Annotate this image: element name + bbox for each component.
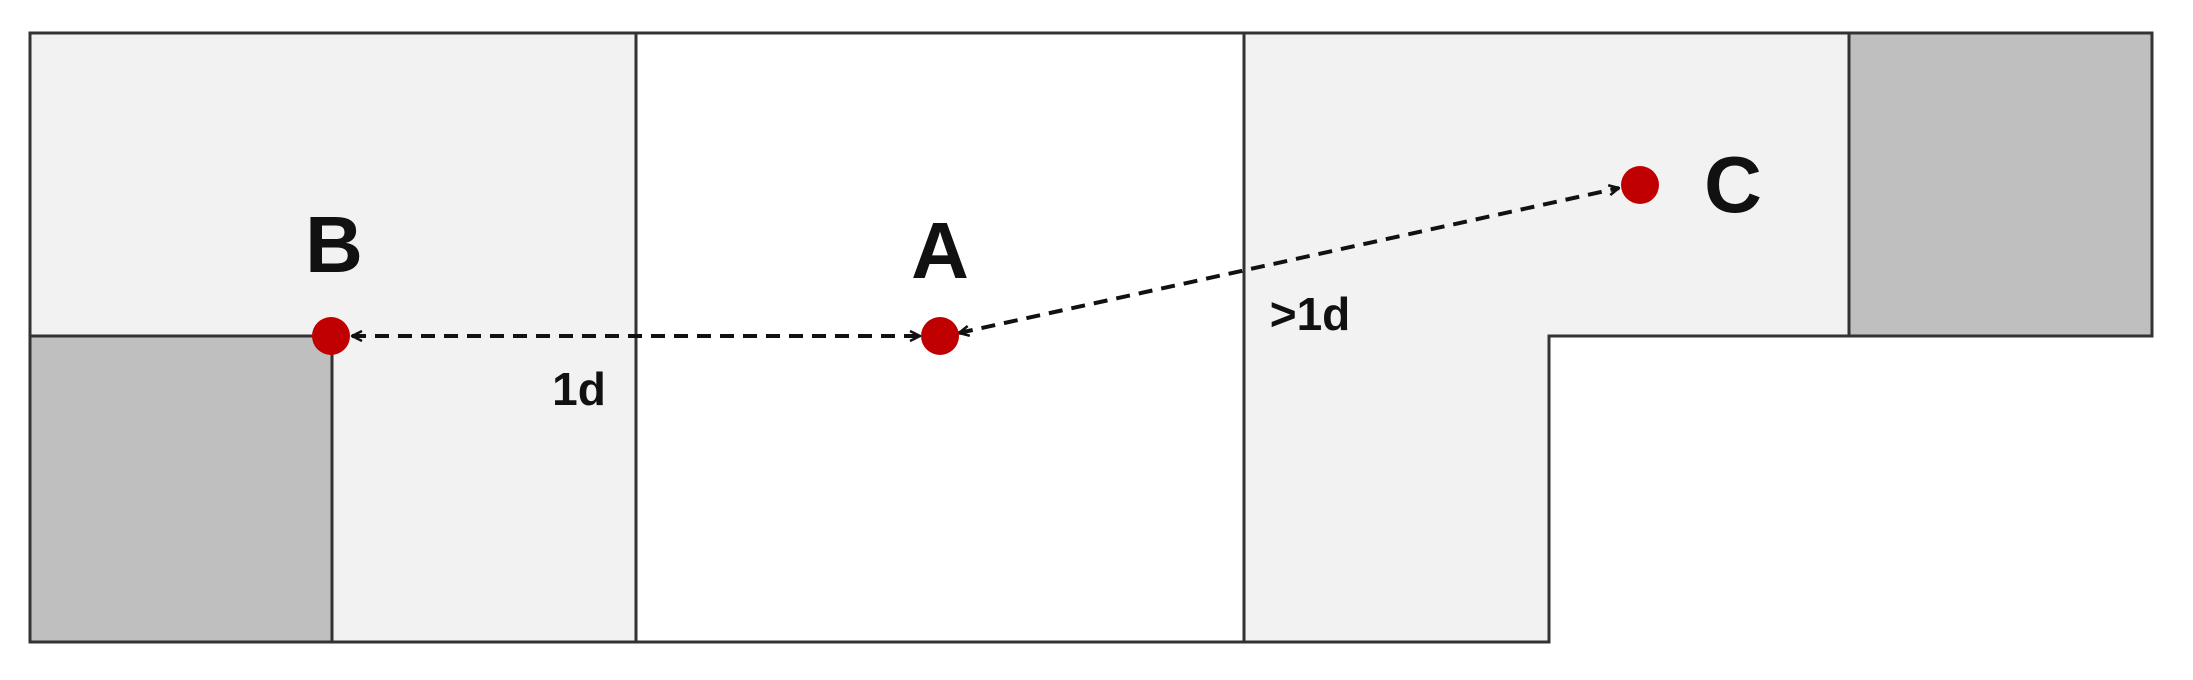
distance-label-a-c: >1d xyxy=(1270,288,1351,340)
obstacle-top-right-edge xyxy=(1847,33,2152,338)
point-c-label: C xyxy=(1704,140,1762,229)
distance-arrow-a-c xyxy=(959,188,1619,333)
point-a-label: A xyxy=(911,206,969,295)
obstacle-bottom-left xyxy=(30,336,332,642)
point-b-label: B xyxy=(305,200,363,289)
distance-label-b-a: 1d xyxy=(552,363,606,415)
point-c-marker xyxy=(1621,166,1659,204)
obstacle-top-right xyxy=(1849,33,2152,336)
point-b-marker xyxy=(312,317,350,355)
point-a-marker xyxy=(921,317,959,355)
